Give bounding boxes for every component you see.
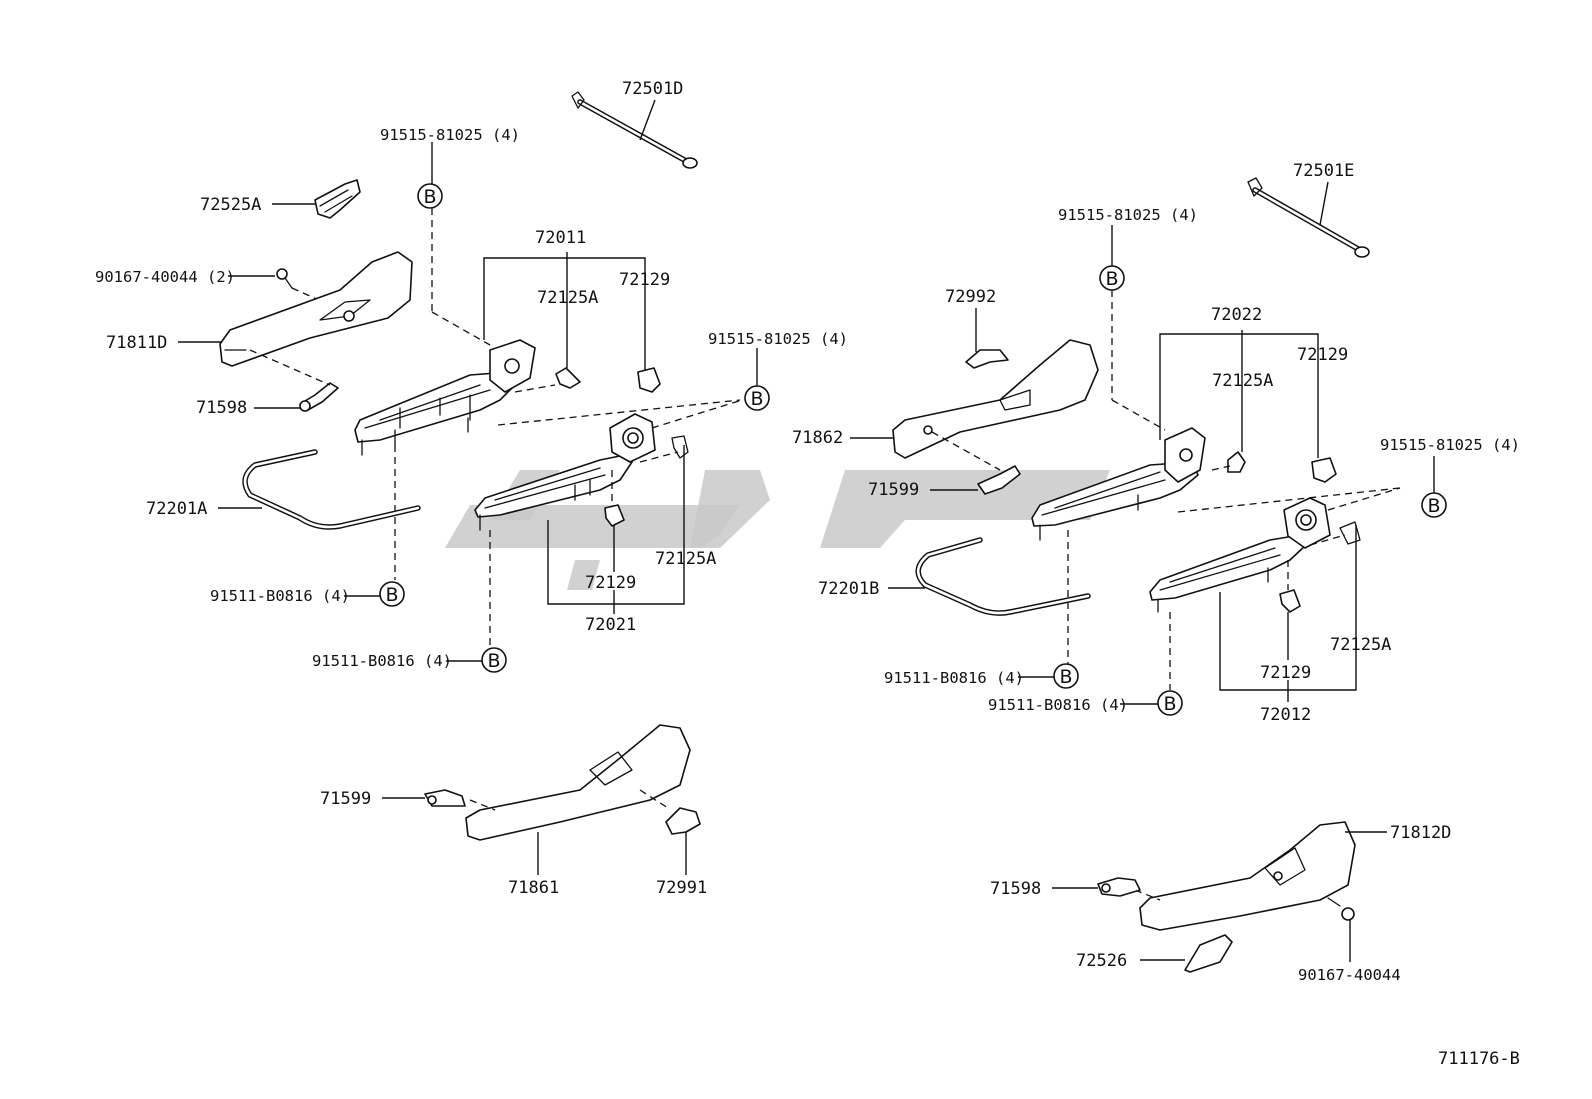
label-72501D: 72501D [622, 79, 683, 99]
part-72525A [314, 179, 361, 219]
part-71861 [465, 724, 691, 841]
svg-text:B: B [1105, 268, 1118, 290]
label-71598-left: 71598 [196, 398, 247, 418]
screw-90167-right [1327, 897, 1355, 921]
bolt-mark-right-mid: B [1421, 492, 1447, 518]
seat-track-72021 [474, 413, 689, 531]
rod-72501D [571, 91, 698, 169]
svg-text:B: B [1059, 666, 1072, 688]
label-91515-left-top: 91515-81025 (4) [380, 126, 520, 144]
label-72011: 72011 [535, 228, 586, 248]
clip-72129-left-top [637, 367, 661, 393]
label-72501E: 72501E [1293, 161, 1354, 181]
label-72125A-right-lower: 72125A [1330, 635, 1391, 655]
bolt-mark-right-bottom: B [1157, 690, 1183, 716]
label-72125A-right-top: 72125A [1212, 371, 1273, 391]
label-72125A-left-top: 72125A [537, 288, 598, 308]
label-91515-left-right: 91515-81025 (4) [708, 330, 848, 348]
svg-text:B: B [750, 388, 763, 410]
label-72991: 72991 [656, 878, 707, 898]
label-72525A: 72525A [200, 195, 261, 215]
diagram-code: 711176-B [1438, 1049, 1520, 1069]
label-72129-right-lower: 72129 [1260, 663, 1311, 683]
label-71812D: 71812D [1390, 823, 1451, 843]
svg-text:B: B [385, 584, 398, 606]
seat-track-72012 [1149, 497, 1361, 613]
label-71599-right: 71599 [868, 480, 919, 500]
label-90167-left: 90167-40044 (2) [95, 268, 235, 286]
bolt-mark-right-lower: B [1053, 663, 1079, 689]
part-72991 [665, 807, 701, 835]
svg-text:B: B [1427, 495, 1440, 517]
screw-90167-left [276, 268, 293, 289]
seat-track-72011 [354, 339, 536, 456]
svg-text:B: B [1163, 693, 1176, 715]
clip-72125A-right-top [1227, 451, 1246, 473]
label-72012: 72012 [1260, 705, 1311, 725]
wire-72201A [242, 449, 421, 530]
label-91511-right-lower: 91511-B0816 (4) [884, 669, 1024, 687]
bolt-mark-right-top: B [1099, 265, 1125, 291]
part-labels: 72501D 91515-81025 (4) 72525A 90167-4004… [95, 79, 1520, 1069]
label-72129-left-top: 72129 [619, 270, 670, 290]
part-71599-left [424, 789, 466, 807]
part-72992 [965, 349, 1009, 369]
label-71598-right: 71598 [990, 879, 1041, 899]
part-71598-left [299, 382, 339, 412]
label-71599-left: 71599 [320, 789, 371, 809]
label-71861: 71861 [508, 878, 559, 898]
label-72201B: 72201B [818, 579, 879, 599]
part-71599-right [977, 465, 1021, 495]
part-71862 [892, 339, 1099, 459]
bolt-mark-left-bottom: B [481, 647, 507, 673]
label-91511-left-lower: 91511-B0816 (4) [210, 587, 350, 605]
label-91515-right-top: 91515-81025 (4) [1058, 206, 1198, 224]
clip-72129-right-top [1311, 457, 1337, 483]
label-72022: 72022 [1211, 305, 1262, 325]
label-72201A: 72201A [146, 499, 207, 519]
label-71811D: 71811D [106, 333, 167, 353]
label-91511-left-bottom: 91511-B0816 (4) [312, 652, 452, 670]
label-72129-left-lower: 72129 [585, 573, 636, 593]
label-90167-right: 90167-40044 [1298, 966, 1401, 984]
bolt-mark-left-right: B [744, 385, 770, 411]
part-71598-right [1097, 877, 1141, 897]
part-72526 [1184, 934, 1233, 973]
svg-text:B: B [423, 186, 436, 208]
rod-72501E [1247, 177, 1370, 258]
label-71862: 71862 [792, 428, 843, 448]
bolt-mark-left-top: B [417, 183, 443, 209]
clip-72129-right-lower [1279, 589, 1301, 613]
wire-72201B [915, 537, 1091, 616]
part-71812D [1139, 821, 1356, 931]
bolt-mark-left-lower: B [379, 581, 405, 607]
label-72526: 72526 [1076, 951, 1127, 971]
label-91511-right-bottom: 91511-B0816 (4) [988, 696, 1128, 714]
label-91515-right-mid: 91515-81025 (4) [1380, 436, 1520, 454]
label-72992: 72992 [945, 287, 996, 307]
label-72129-right-top: 72129 [1297, 345, 1348, 365]
clip-72125A-left-top [555, 367, 581, 389]
part-71811D [219, 251, 413, 367]
clip-72129-left-lower [604, 504, 625, 527]
label-72125A-left-lower: 72125A [655, 549, 716, 569]
label-72021: 72021 [585, 615, 636, 635]
seat-track-72022 [1031, 427, 1206, 541]
svg-text:B: B [487, 650, 500, 672]
